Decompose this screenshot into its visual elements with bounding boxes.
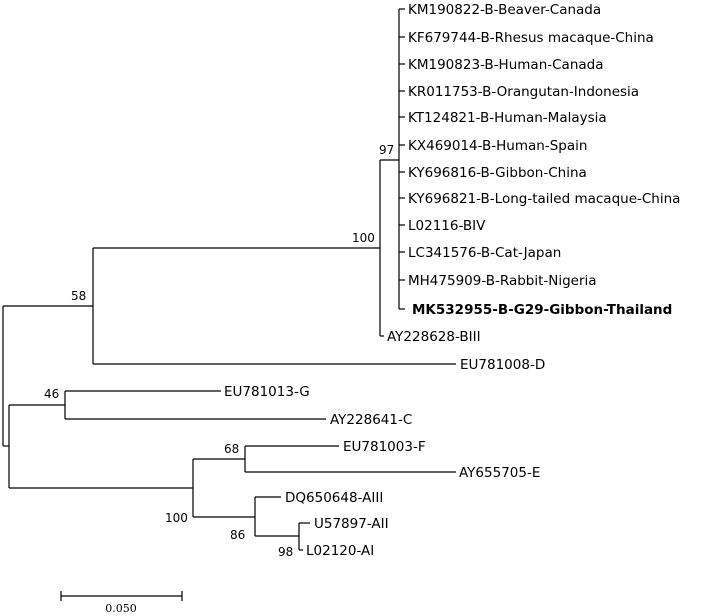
- leaf-label: L02116-BIV: [408, 218, 486, 234]
- leaf-label: KF679744-B-Rhesus macaque-China: [408, 30, 654, 46]
- leaf-label: EU781013-G: [224, 384, 310, 400]
- leaf-label: EU781008-D: [460, 357, 545, 373]
- leaf-label: KY696816-B-Gibbon-China: [408, 165, 587, 181]
- leaf-label: U57897-AII: [314, 516, 389, 532]
- leaf-label: AY228628-BIII: [387, 329, 481, 345]
- leaf-label: AY655705-E: [459, 465, 540, 481]
- tree-branches: [2, 8, 456, 551]
- highlighted-leaf-label: MK532955-B-G29-Gibbon-Thailand: [412, 302, 672, 318]
- bootstrap-value: 46: [44, 387, 59, 401]
- leaf-label: KX469014-B-Human-Spain: [408, 138, 587, 154]
- leaf-label: KY696821-B-Long-tailed macaque-China: [408, 191, 680, 207]
- leaf-label: KM190823-B-Human-Canada: [408, 57, 604, 73]
- leaf-label: DQ650648-AIII: [285, 490, 383, 506]
- leaf-labels: KM190822-B-Beaver-Canada KF679744-B-Rhes…: [224, 2, 680, 559]
- leaf-label: KM190822-B-Beaver-Canada: [408, 2, 601, 18]
- bootstrap-value: 68: [224, 442, 239, 456]
- scale-bar: 0.050: [60, 591, 183, 615]
- leaf-label: KR011753-B-Orangutan-Indonesia: [408, 84, 639, 100]
- bootstrap-value: 58: [71, 289, 86, 303]
- bootstrap-value: 86: [230, 528, 245, 542]
- leaf-label: EU781003-F: [343, 439, 426, 455]
- scale-bar-label: 0.050: [105, 602, 137, 615]
- bootstrap-value: 97: [379, 143, 394, 157]
- leaf-label: KT124821-B-Human-Malaysia: [408, 110, 607, 126]
- leaf-label: LC341576-B-Cat-Japan: [408, 245, 561, 261]
- leaf-label: L02120-AI: [306, 543, 374, 559]
- bootstrap-values: 97 100 58 46 68 100 86 98: [44, 143, 394, 559]
- leaf-label: MH475909-B-Rabbit-Nigeria: [408, 273, 597, 289]
- leaf-label: AY228641-C: [330, 412, 412, 428]
- bootstrap-value: 100: [352, 231, 375, 245]
- bootstrap-value: 100: [165, 511, 188, 525]
- bootstrap-value: 98: [278, 545, 293, 559]
